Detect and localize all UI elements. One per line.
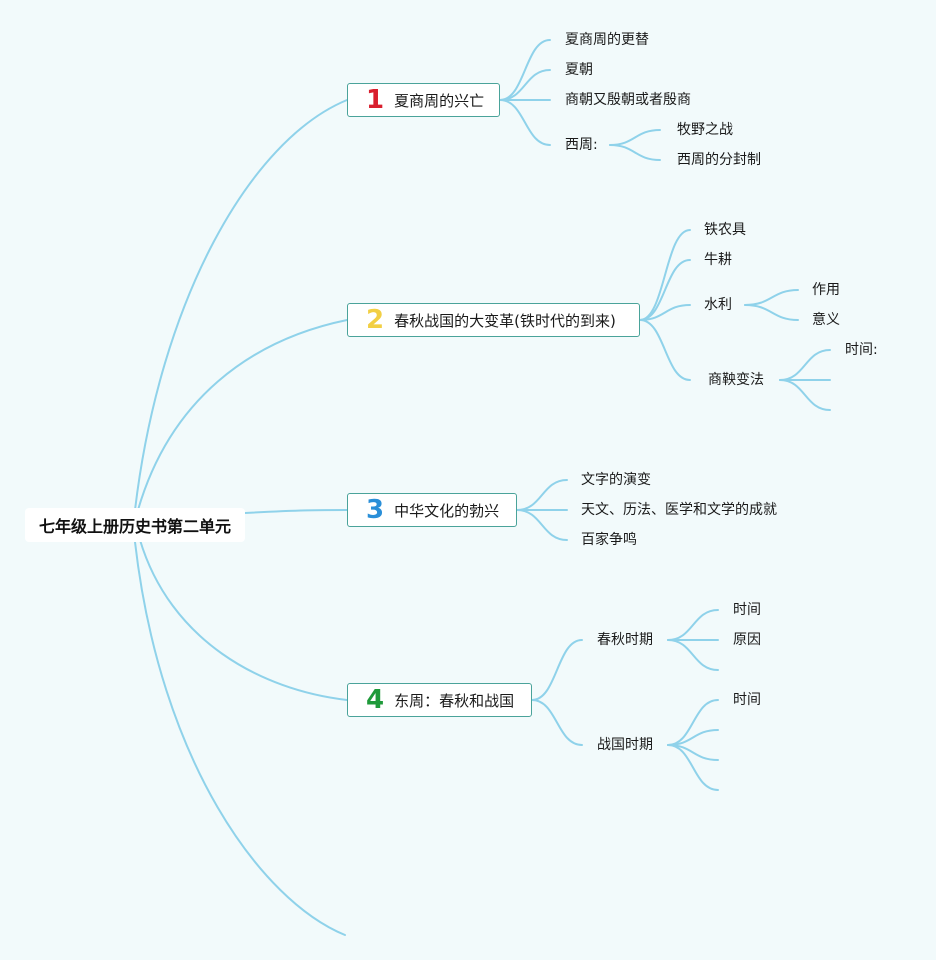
link-t3-c1 xyxy=(516,479,568,511)
number-3-icon: 3 xyxy=(366,495,385,525)
t1-child-4[interactable]: 西周: xyxy=(565,137,598,153)
link-t2-c3 xyxy=(639,304,691,321)
link-t2-c4 xyxy=(639,319,691,381)
t4-child-1[interactable]: 春秋时期 xyxy=(597,632,653,648)
topic-2-label: 春秋战国的大变革(铁时代的到来) xyxy=(394,311,616,330)
link-t4-c2 xyxy=(531,699,583,746)
t2-child-3[interactable]: 水利 xyxy=(704,297,732,313)
chunqiu-child-2[interactable]: 原因 xyxy=(733,632,761,648)
link-shuili-b xyxy=(744,304,799,321)
link-zhanguo-d xyxy=(667,744,719,791)
link-t1-c4 xyxy=(499,99,551,146)
link-t1-c2 xyxy=(499,69,551,101)
t1-child-1[interactable]: 夏商周的更替 xyxy=(565,32,649,48)
root-node[interactable]: 七年级上册历史书第二单元 xyxy=(25,508,245,542)
topic-2[interactable]: 2 春秋战国的大变革(铁时代的到来) xyxy=(347,303,640,337)
zhanguo-child-1[interactable]: 时间 xyxy=(733,692,761,708)
shuili-child-2[interactable]: 意义 xyxy=(812,312,840,328)
link-shangyang-c xyxy=(779,379,831,411)
xizhou-child-2[interactable]: 西周的分封制 xyxy=(677,152,761,168)
shuili-child-1[interactable]: 作用 xyxy=(812,282,840,298)
t1-child-2[interactable]: 夏朝 xyxy=(565,62,593,78)
t2-child-4[interactable]: 商鞅变法 xyxy=(708,372,764,388)
link-t4-c1 xyxy=(531,639,583,701)
link-xizhou-b xyxy=(609,144,661,161)
link-root-topic4 xyxy=(139,539,348,701)
topic-4[interactable]: 4 东周：春秋和战国 xyxy=(347,683,532,717)
xizhou-child-1[interactable]: 牧野之战 xyxy=(677,122,733,138)
t3-child-1[interactable]: 文字的演变 xyxy=(581,472,651,488)
topic-1-label: 夏商周的兴亡 xyxy=(394,91,485,110)
number-1-icon: 1 xyxy=(366,85,385,115)
t2-child-2[interactable]: 牛耕 xyxy=(704,252,732,268)
link-t3-c3 xyxy=(516,509,568,541)
link-root-topic1 xyxy=(134,99,348,511)
link-chunqiu-c xyxy=(667,639,719,671)
link-shuili-a xyxy=(744,289,799,306)
link-shangyang-a xyxy=(779,349,831,381)
t3-child-3[interactable]: 百家争鸣 xyxy=(581,532,637,548)
topic-3[interactable]: 3 中华文化的勃兴 xyxy=(347,493,517,527)
link-chunqiu-a xyxy=(667,609,719,641)
chunqiu-child-1[interactable]: 时间 xyxy=(733,602,761,618)
t4-child-2[interactable]: 战国时期 xyxy=(597,737,653,753)
link-t2-c2 xyxy=(639,259,691,321)
t3-child-2[interactable]: 天文、历法、医学和文学的成就 xyxy=(581,502,777,518)
number-2-icon: 2 xyxy=(366,305,385,335)
link-root-topic3 xyxy=(244,509,348,514)
link-t2-c1 xyxy=(639,229,691,321)
link-xizhou-a xyxy=(609,129,661,146)
link-root-topic2 xyxy=(137,319,348,511)
shangyang-child-1[interactable]: 时间: xyxy=(845,342,878,358)
t1-child-3[interactable]: 商朝又殷朝或者殷商 xyxy=(565,92,691,108)
topic-3-label: 中华文化的勃兴 xyxy=(394,501,500,520)
number-4-icon: 4 xyxy=(366,685,385,715)
topic-4-label: 东周：春秋和战国 xyxy=(394,691,515,710)
link-root-extra xyxy=(134,541,346,936)
topic-1[interactable]: 1 夏商周的兴亡 xyxy=(347,83,500,117)
link-t1-c1 xyxy=(499,39,551,101)
t2-child-1[interactable]: 铁农具 xyxy=(704,222,746,238)
root-label: 七年级上册历史书第二单元 xyxy=(38,517,231,536)
